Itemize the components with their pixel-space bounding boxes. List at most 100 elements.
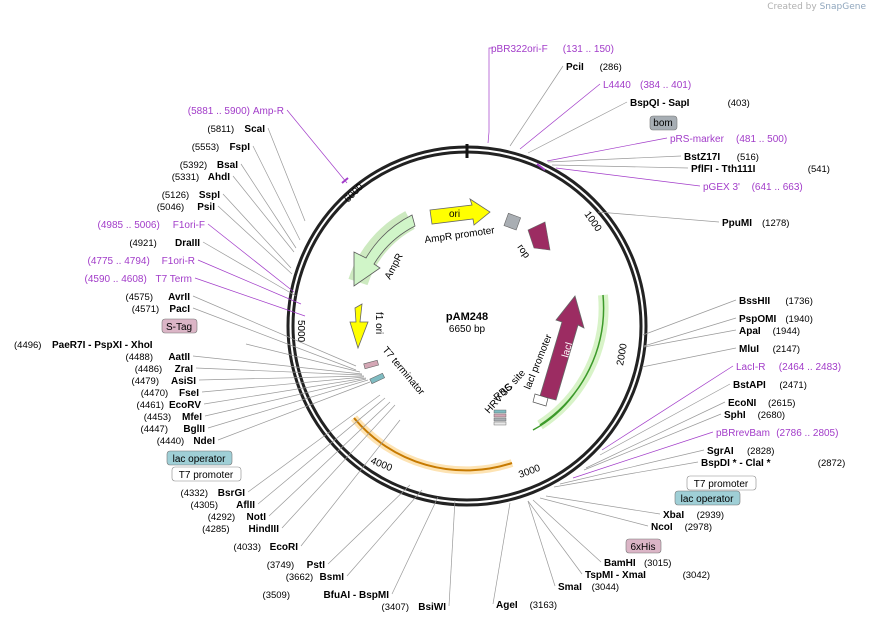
- leader-line: [601, 365, 734, 451]
- left-label-psti: PstI: [307, 560, 326, 571]
- right-label-bstapi: BstAPI: [733, 380, 766, 391]
- leader-line: [252, 145, 301, 241]
- leader-line: [391, 496, 439, 595]
- leader-line: [245, 343, 361, 373]
- left-label-bfuai-bspmi: BfuAI - BspMI: [323, 590, 389, 601]
- hrv-label: HRV 3C site: [483, 368, 528, 416]
- left-label-amp-r: Amp-R: [253, 106, 284, 117]
- leader-line: [641, 347, 737, 368]
- left-label-bglii: BglII: [183, 424, 205, 435]
- left-label-pos: (4033): [234, 542, 261, 553]
- right-label-pflfi-tth111i: PflFI - Tth111I: [691, 164, 756, 175]
- lac-operator-right: lac operator: [674, 490, 741, 506]
- left-label-pos: (4921): [129, 238, 156, 249]
- leader-line: [192, 295, 357, 367]
- left-label-paci: PacI: [169, 304, 190, 315]
- leader-line: [583, 413, 722, 471]
- left-label-pos: (5553): [192, 142, 219, 153]
- left-label-pos: (4488): [126, 352, 153, 363]
- left-label-draiii: DraIII: [175, 238, 200, 249]
- leader-line: [257, 397, 386, 505]
- ori-label: ori: [449, 209, 460, 220]
- leader-line: [201, 376, 365, 393]
- leader-line: [247, 394, 381, 493]
- left-label-pos: (4470): [141, 388, 168, 399]
- right-label-pos: (2786 .. 2805): [776, 428, 838, 439]
- right-label-pos: (1278): [762, 218, 789, 229]
- right-label-tspmi-xmai: TspMI - XmaI: [585, 570, 646, 581]
- ampr-label: AmpR: [383, 252, 406, 282]
- leader-line: [546, 137, 668, 162]
- snapgene-logo: SnapGene: [819, 2, 866, 12]
- right-label-pos: (3042): [683, 570, 710, 581]
- leader-line: [599, 383, 731, 456]
- right-label-pos: (1944): [773, 326, 800, 337]
- leader-line: [202, 241, 297, 297]
- left-label-pos: (5392): [180, 160, 207, 171]
- leader-line: [597, 211, 720, 223]
- leader-line: [547, 155, 682, 163]
- leader-line: [509, 65, 564, 147]
- left-label-f1ori-f: F1ori-F: [173, 220, 205, 231]
- right-label-pbrrevbam: pBRrevBam: [716, 428, 770, 439]
- left-label-fspi: FspI: [229, 142, 250, 153]
- right-label-pos: (2615): [768, 398, 795, 409]
- leader-line: [448, 499, 456, 607]
- left-label-ecorv: EcoRV: [169, 400, 201, 411]
- right-label-laci-r: LacI-R: [736, 362, 765, 373]
- left-label-noti: NotI: [247, 512, 267, 523]
- rop-label: rop: [515, 242, 533, 261]
- plasmid-size: 6650 bp: [449, 324, 486, 335]
- left-label-aflii: AflII: [236, 500, 255, 511]
- right-label-pos: (516): [737, 152, 759, 163]
- left-label-asisi: AsiSI: [171, 376, 196, 387]
- right-label-pos: (641 .. 663): [752, 182, 803, 193]
- left-label-ahdi: AhdI: [208, 172, 230, 183]
- leader-line: [217, 381, 371, 441]
- left-label-bsmi: BsmI: [320, 572, 345, 583]
- plasmid-name: pAM248: [446, 311, 488, 323]
- leader-line: [195, 367, 363, 376]
- left-label-sspi: SspI: [199, 190, 220, 201]
- right-label-apai: ApaI: [739, 326, 761, 337]
- snapgene-credit: Created by SnapGene: [767, 2, 866, 12]
- leader-line: [281, 404, 396, 529]
- ori-arrow: [429, 198, 491, 226]
- leader-line: [532, 499, 602, 563]
- left-label-pos: (4590 .. 4608): [85, 274, 147, 285]
- right-label-bamhi: BamHI: [604, 558, 636, 569]
- cloning-cassette: [493, 409, 507, 426]
- left-label-pos: (4479): [132, 376, 159, 387]
- mcs-arc: [353, 417, 513, 472]
- right-label-xbai: XbaI: [663, 510, 684, 521]
- leader-line: [232, 175, 295, 253]
- leader-line: [327, 484, 411, 565]
- left-label-pos: (4447): [141, 424, 168, 435]
- leader-line: [572, 431, 714, 479]
- left-label-pos: (4496): [14, 340, 41, 351]
- leader-line: [222, 193, 292, 269]
- right-label-bspdi-clai-: BspDI * - ClaI *: [701, 458, 771, 469]
- left-label-pos: (5046): [157, 202, 184, 213]
- rop-box: [503, 212, 522, 231]
- left-label-pos: (5126): [162, 190, 189, 201]
- left-label-pos: (4292): [208, 512, 235, 523]
- right-label-econi: EcoNI: [728, 398, 757, 409]
- right-label-pos: (3015): [644, 558, 671, 569]
- rop-arrow: [527, 221, 551, 251]
- leader-line: [207, 379, 369, 429]
- leader-line: [203, 377, 367, 405]
- right-label-bstz17i: BstZ17I: [684, 152, 720, 163]
- right-label-l4440: L4440: [603, 80, 631, 91]
- tick-6000: 6000: [342, 181, 366, 205]
- leader-line: [559, 449, 705, 485]
- leader-line: [492, 502, 511, 605]
- right-label-smai: SmaI: [558, 582, 582, 593]
- right-label-pos: (2147): [773, 344, 800, 355]
- left-label-pos: (3509): [263, 590, 290, 601]
- leader-line: [551, 164, 689, 169]
- leader-line: [545, 495, 661, 515]
- leader-line: [519, 83, 601, 150]
- right-label-pos: (286): [600, 62, 622, 73]
